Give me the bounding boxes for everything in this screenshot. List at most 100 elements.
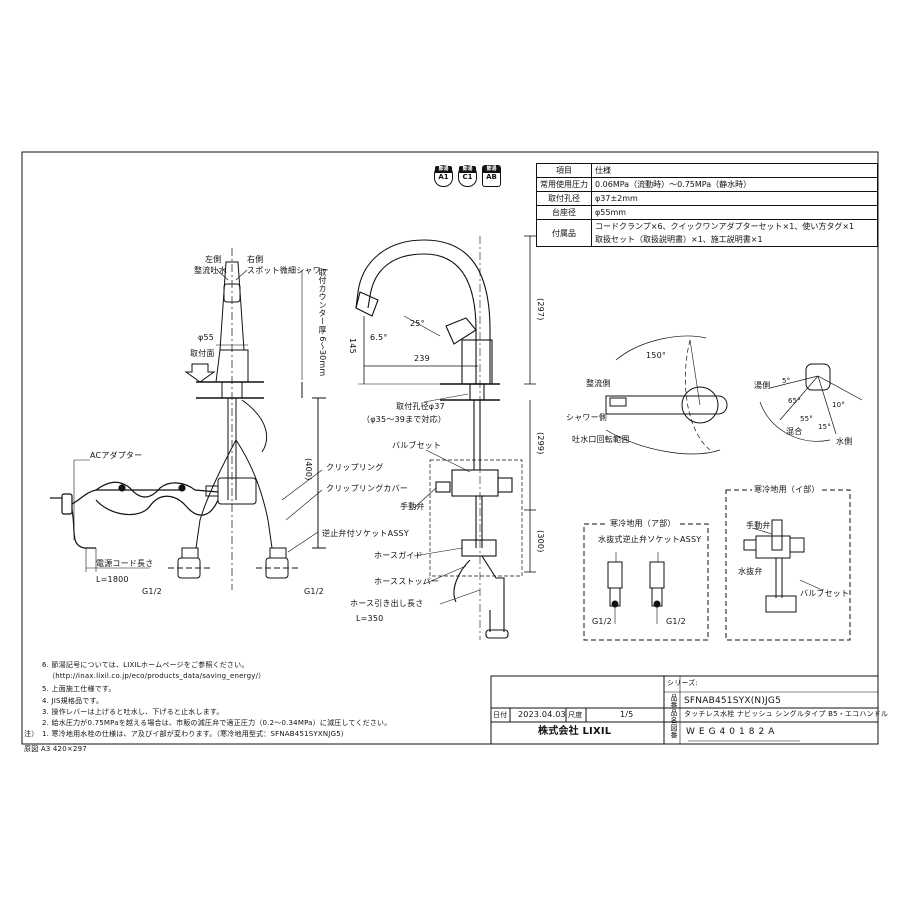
- dim-400-label: (400): [304, 458, 313, 481]
- note-2: 2. 給水圧力が0.75MPaを越える場合は、市販の減圧弁で適正圧力（0.2～0…: [42, 719, 392, 727]
- right-side-label: 右側: [247, 255, 264, 264]
- spec-row-label: 常用使用圧力: [536, 177, 592, 192]
- cold-a-socket-label: 水抜式逆止弁ソケットASSY: [598, 535, 702, 544]
- name-label: 品名: [670, 709, 678, 724]
- spec-header-value: 仕様: [591, 163, 878, 178]
- note-6: 6. 節湯記号については、LIXILホームページをご参照ください。: [42, 661, 249, 669]
- drawing-number-label: 図番: [670, 724, 678, 739]
- mount-hole-note: （φ35～39まで対応）: [362, 415, 447, 424]
- top-view-faucet: [605, 335, 863, 455]
- spec-row: 常用使用圧力 0.06MPa（流動時）～0.75MPa（静水時）: [536, 177, 878, 192]
- cold-a-g-right: G1/2: [666, 617, 686, 626]
- cold-region-i: [725, 489, 851, 641]
- ac-adapter-cord: [50, 459, 219, 572]
- angle-65-top-label: 65°: [788, 397, 802, 405]
- dim-239-label: 239: [414, 354, 430, 363]
- company-name: 株式会社 LIXIL: [538, 726, 612, 737]
- paper-size: 原図 A3 420×297: [24, 745, 87, 753]
- series-label: シリーズ:: [667, 679, 699, 687]
- mount-hole-label: 取付孔径φ37: [396, 402, 445, 411]
- manual-valve-label: 手動弁: [400, 502, 425, 511]
- angle-10-label: 10°: [832, 401, 846, 409]
- side-view-faucet: [355, 235, 536, 640]
- spout-rotation-label: 吐水口回転範囲: [572, 435, 630, 444]
- counter-thickness-label: 取付カウンター厚 6～30mm: [318, 268, 327, 377]
- note-heading: 注）: [24, 730, 39, 738]
- angle-150-label: 150°: [646, 351, 667, 360]
- clip-ring-label: クリップリング: [326, 463, 384, 472]
- angle-25-label: 25°: [410, 319, 425, 328]
- drawing-number: WEG40182A: [686, 727, 779, 737]
- scale-value: 1/5: [620, 710, 634, 719]
- spec-row: 台座径 φ55mm: [536, 205, 878, 220]
- spec-row-label: 取付孔径: [536, 191, 592, 206]
- spec-row-value: 0.06MPa（流動時）～0.75MPa（静水時）: [591, 177, 878, 192]
- spec-row-value: φ55mm: [591, 205, 878, 220]
- spec-table: 項目 仕様 常用使用圧力 0.06MPa（流動時）～0.75MPa（静水時） 取…: [536, 163, 878, 247]
- date-label: 日付: [493, 711, 508, 719]
- note-1: 1. 寒冷地用水栓の仕様は、ア及びイ部が変わります。（寒冷地用型式：SFNAB4…: [42, 730, 349, 738]
- dim-300-label: (300): [536, 530, 545, 553]
- spec-row: 取付孔径 φ37±2mm: [536, 191, 878, 206]
- note-5: 5. 上面施工仕様です。: [42, 685, 116, 693]
- model-label: 品番: [670, 694, 678, 709]
- angle-15-label: 15°: [818, 423, 832, 431]
- spec-row-label: 台座径: [536, 205, 592, 220]
- sheet-border: [21, 151, 879, 745]
- product-name: タッチレス水栓 ナビッシュ シングルタイプ B5・エコハンドル: [684, 710, 889, 718]
- spec-header-item: 項目: [536, 163, 592, 178]
- dim-299-label: (299): [536, 432, 545, 455]
- hot-side-label: 湯側: [754, 381, 771, 390]
- cold-i-title: 寒冷地用（イ部）: [752, 485, 822, 494]
- spec-row: 付属品 コードクランプ×6、クイックワンアダプターセット×1、使い方タグ×1 取扱…: [536, 219, 878, 247]
- front-view-faucet: [168, 248, 326, 590]
- accessories-line-2: 取扱セット（取扱説明書）×1、施工説明書×1: [595, 235, 763, 244]
- clip-ring-cover-label: クリップリングカバー: [326, 484, 408, 493]
- left-side-sub-label: 整流吐水: [194, 266, 227, 275]
- check-valve-socket-label: 逆止弁付ソケットASSY: [322, 529, 409, 538]
- cold-i-valve-set: バルブセット: [800, 589, 850, 598]
- power-cord-length-value: L=1800: [96, 575, 129, 584]
- valve-set-label: バルブセット: [392, 441, 442, 450]
- hose-stopper-label: ホースストッパー: [374, 577, 440, 586]
- note-3: 3. 操作レバーは上げると吐水し、下げると止水します。: [42, 708, 224, 716]
- accessories-line-1: コードクランプ×6、クイックワンアダプターセット×1、使い方タグ×1: [595, 222, 855, 231]
- angle-5-label: 5°: [782, 377, 791, 385]
- spec-row-value: φ37±2mm: [591, 191, 878, 206]
- mount-face-label: 取付面: [190, 349, 215, 358]
- note-4: 4. JIS規格品です。: [42, 697, 104, 705]
- front-g-left-label: G1/2: [142, 587, 162, 596]
- water-side-label: 水側: [836, 437, 853, 446]
- power-cord-length-label: 電源コード長さ: [96, 559, 154, 568]
- scale-label: 尺度: [568, 711, 583, 719]
- front-g-right-label: G1/2: [304, 587, 324, 596]
- cold-region-a: [583, 523, 709, 641]
- model-number: SFNAB451SYX(N)JG5: [684, 696, 782, 706]
- base-diameter-label: φ55: [198, 333, 215, 342]
- spec-row-label: 付属品: [536, 219, 592, 247]
- cold-i-manual-valve: 手動弁: [746, 521, 771, 530]
- cold-a-title: 寒冷地用（ア部）: [608, 519, 678, 528]
- dim-145-label: 145: [348, 338, 357, 354]
- title-block-lines: [490, 675, 879, 745]
- spec-row-value: コードクランプ×6、クイックワンアダプターセット×1、使い方タグ×1 取扱セット（…: [591, 219, 878, 247]
- dim-297-label: (297): [536, 298, 545, 321]
- hose-pull-value: L=350: [356, 614, 384, 623]
- shower-side-label: シャワー側: [566, 413, 607, 422]
- left-side-label: 左側: [205, 255, 222, 264]
- ac-adapter-label: ACアダプター: [90, 451, 143, 460]
- mixed-label: 混合: [786, 427, 803, 436]
- cold-i-drain-valve: 水抜弁: [738, 567, 763, 576]
- note-6-url: （http://inax.lixil.co.jp/eco/products_da…: [48, 672, 266, 680]
- angle-65-label: 6.5°: [370, 333, 388, 342]
- hose-guide-label: ホースガイド: [374, 551, 423, 560]
- hose-pull-label: ホース引き出し長さ: [350, 599, 424, 608]
- cold-a-g-left: G1/2: [592, 617, 612, 626]
- date-value: 2023.04.03: [518, 710, 566, 719]
- angle-55-label: 55°: [800, 415, 814, 423]
- spec-header-row: 項目 仕様: [536, 163, 878, 178]
